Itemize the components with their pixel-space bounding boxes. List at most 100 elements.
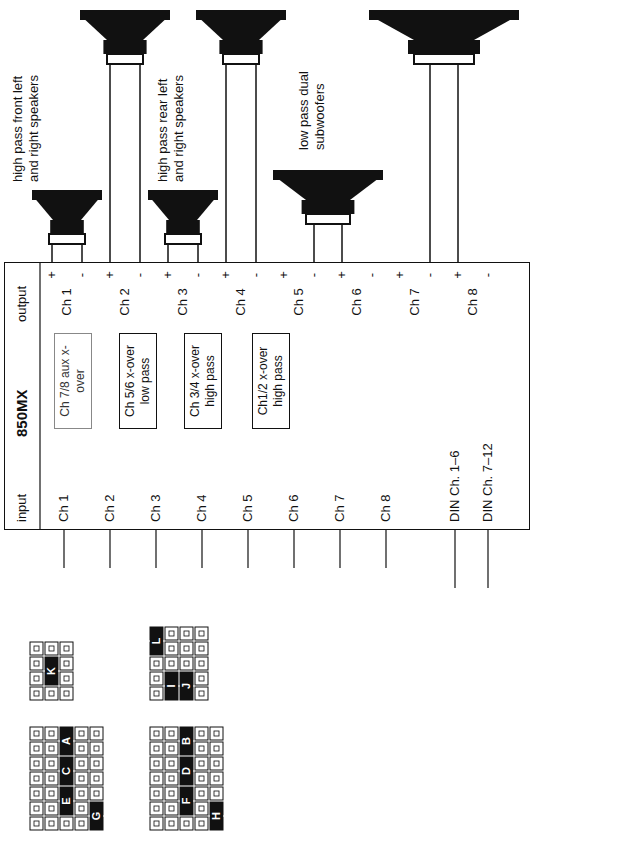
switch-cell bbox=[45, 687, 58, 700]
switch-cell bbox=[90, 757, 103, 770]
switch-dot bbox=[169, 806, 174, 811]
speaker-magnet bbox=[408, 40, 480, 54]
switch-dot bbox=[34, 691, 39, 696]
switch-dot bbox=[79, 821, 84, 826]
terminal-polarity: - bbox=[480, 273, 496, 277]
output-channel: Ch 7 bbox=[407, 288, 423, 315]
switch-letter: H bbox=[210, 812, 223, 820]
switch-letter: I bbox=[165, 684, 178, 687]
speaker-rim bbox=[148, 190, 218, 200]
switch-letter: K bbox=[45, 667, 58, 675]
speaker-symbol bbox=[369, 10, 519, 262]
switch-dot bbox=[154, 676, 159, 681]
speaker-rim bbox=[80, 10, 170, 20]
switch-cell bbox=[210, 727, 223, 740]
switch-cell bbox=[75, 787, 88, 800]
switch-on-bar bbox=[45, 657, 58, 685]
speaker-wire bbox=[457, 64, 459, 262]
speaker-wire bbox=[167, 244, 169, 262]
switch-dot bbox=[199, 821, 204, 826]
speaker-label: low pass dual subwoofers bbox=[296, 25, 329, 150]
switch-letter: E bbox=[60, 797, 73, 804]
speaker-label: high pass rear left and right speakers bbox=[155, 57, 188, 182]
switch-dot bbox=[169, 746, 174, 751]
switch-dot bbox=[184, 821, 189, 826]
switch-cell bbox=[195, 727, 208, 740]
switch-cell bbox=[45, 772, 58, 785]
input-channel: Ch 3 bbox=[148, 495, 164, 522]
switch-cell bbox=[75, 817, 88, 830]
switch-dot bbox=[79, 761, 84, 766]
switch-dot bbox=[169, 631, 174, 636]
switch-dot bbox=[199, 746, 204, 751]
switch-cell bbox=[30, 687, 43, 700]
switch-cell bbox=[165, 642, 178, 655]
speaker-symbol bbox=[32, 190, 102, 262]
switch-cell bbox=[90, 772, 103, 785]
input-channel: Ch 4 bbox=[194, 495, 210, 522]
switch-cell bbox=[30, 802, 43, 815]
terminal-polarity: - bbox=[190, 273, 206, 277]
speaker-wire bbox=[429, 64, 431, 262]
switch-dot bbox=[94, 761, 99, 766]
switch-letter: F bbox=[180, 798, 193, 805]
speaker-rim bbox=[196, 10, 286, 20]
speaker-cone bbox=[152, 200, 214, 220]
column-heading: output bbox=[14, 286, 30, 322]
switch-cell bbox=[180, 817, 193, 830]
speaker-magnet bbox=[166, 220, 200, 234]
switch-dot bbox=[34, 646, 39, 651]
switch-cell bbox=[45, 742, 58, 755]
switch-dot bbox=[34, 761, 39, 766]
speaker-label: high pass front left and right speakers bbox=[10, 57, 43, 182]
switch-dot bbox=[169, 646, 174, 651]
switch-dot bbox=[34, 676, 39, 681]
switch-cell bbox=[45, 787, 58, 800]
speaker-magnet bbox=[103, 40, 146, 54]
column-heading: input bbox=[14, 494, 30, 522]
switch-on-bar bbox=[165, 672, 178, 700]
switch-on-bar bbox=[180, 672, 193, 700]
switch-dot bbox=[154, 661, 159, 666]
switch-cell bbox=[30, 787, 43, 800]
switch-cell bbox=[75, 772, 88, 785]
switch-cell bbox=[165, 802, 178, 815]
switch-cell bbox=[150, 687, 163, 700]
input-channel: Ch 7 bbox=[332, 495, 348, 522]
input-wire bbox=[454, 530, 455, 588]
switch-dot bbox=[169, 791, 174, 796]
switch-on-bar bbox=[210, 802, 223, 830]
switch-dot bbox=[214, 746, 219, 751]
switch-cell bbox=[210, 757, 223, 770]
switch-dot bbox=[79, 731, 84, 736]
switch-cell bbox=[195, 687, 208, 700]
speaker-cone bbox=[85, 20, 164, 40]
speaker-rim bbox=[273, 170, 383, 180]
terminal-polarity: + bbox=[276, 271, 292, 279]
switch-dot bbox=[49, 646, 54, 651]
input-channel: Ch 6 bbox=[286, 495, 302, 522]
switch-dot bbox=[49, 746, 54, 751]
switch-cell bbox=[165, 787, 178, 800]
switch-cell bbox=[195, 627, 208, 640]
switch-cell bbox=[150, 727, 163, 740]
switch-cell bbox=[45, 642, 58, 655]
crossover-label: Ch 3/4 x-over high pass bbox=[188, 338, 218, 424]
switch-dot bbox=[199, 806, 204, 811]
switch-cell bbox=[75, 802, 88, 815]
switch-cell bbox=[195, 672, 208, 685]
switch-cell bbox=[150, 757, 163, 770]
speaker-wire bbox=[225, 64, 227, 262]
switch-dot bbox=[64, 661, 69, 666]
switch-dot bbox=[64, 821, 69, 826]
switch-dot bbox=[154, 731, 159, 736]
switch-cell bbox=[75, 727, 88, 740]
switch-dot bbox=[169, 776, 174, 781]
switch-letter: J bbox=[180, 683, 193, 689]
speaker-wire bbox=[109, 64, 111, 262]
switch-cell bbox=[45, 802, 58, 815]
switch-dot bbox=[199, 776, 204, 781]
speaker-magnet bbox=[302, 200, 355, 214]
switch-dot bbox=[199, 761, 204, 766]
